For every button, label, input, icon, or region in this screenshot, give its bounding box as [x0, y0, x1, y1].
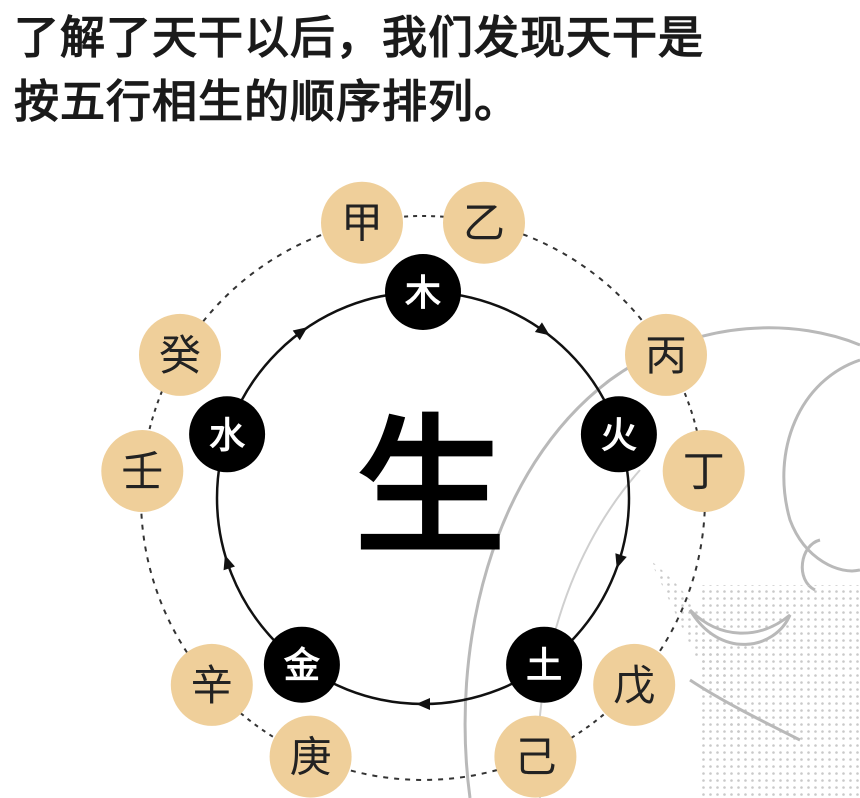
- flow-arrow-5: [292, 327, 308, 341]
- stem-circle-fire-1: [625, 313, 707, 396]
- element-label-metal: 金: [283, 645, 321, 687]
- element-label-fire: 火: [601, 414, 637, 456]
- element-node-wood: [385, 254, 461, 330]
- element-label-water: 水: [209, 414, 246, 456]
- stem-connector-3: [337, 765, 509, 781]
- headline-line-2: 按五行相生的顺序排列。: [14, 75, 521, 128]
- stem-label-earth-1: 戊: [613, 661, 655, 710]
- headline: 了解了天干以后，我们发现天干是 按五行相生的顺序排列。: [14, 6, 854, 134]
- stem-label-wood-1: 甲: [341, 199, 383, 248]
- flow-arrow-4: [223, 555, 235, 571]
- flow-arrow-3: [416, 698, 430, 710]
- stem-label-fire-1: 丙: [645, 331, 687, 380]
- stem-circle-earth-1: [593, 643, 676, 726]
- center-label: 生: [355, 400, 505, 576]
- stem-circle-metal-1: [269, 715, 352, 798]
- stem-circle-earth-2: [494, 715, 577, 798]
- stem-label-metal-2: 辛: [191, 661, 233, 710]
- stem-circle-fire-2: [662, 430, 745, 512]
- stem-circle-wood-2: [443, 181, 525, 264]
- stem-pair-link-fire: [676, 376, 702, 447]
- stem-label-water-2: 癸: [159, 331, 201, 380]
- stem-pair-link-earth: [557, 701, 618, 747]
- stem-circle-water-1: [101, 430, 184, 512]
- element-node-water: [189, 396, 266, 473]
- stem-pair-link-metal: [228, 701, 289, 747]
- stem-connector-4: [140, 500, 195, 663]
- background-character-sketch: [463, 326, 860, 798]
- element-node-earth: [506, 626, 583, 703]
- stem-circle-water-2: [139, 313, 221, 396]
- element-node-fire: [580, 396, 657, 473]
- stem-label-metal-1: 庚: [290, 733, 332, 782]
- stem-label-fire-2: 丁: [683, 447, 725, 496]
- stem-circle-metal-2: [170, 643, 253, 726]
- stem-pair-link-wood: [386, 214, 460, 220]
- flow-arrow-2: [615, 553, 627, 569]
- element-label-wood: 木: [405, 272, 441, 314]
- stem-label-water-1: 壬: [121, 447, 163, 496]
- headline-line-1: 了解了天干以后，我们发现天干是: [14, 11, 705, 64]
- stem-label-wood-2: 乙: [463, 199, 505, 248]
- element-label-earth: 土: [526, 645, 562, 687]
- stem-connector-1: [512, 229, 651, 331]
- stem-circle-wood-1: [321, 181, 403, 264]
- element-node-metal: [263, 626, 340, 703]
- stem-pair-link-water: [144, 376, 170, 447]
- stem-connector-5: [195, 229, 334, 331]
- stem-label-earth-2: 己: [514, 733, 556, 782]
- flow-arrow-1: [534, 322, 550, 336]
